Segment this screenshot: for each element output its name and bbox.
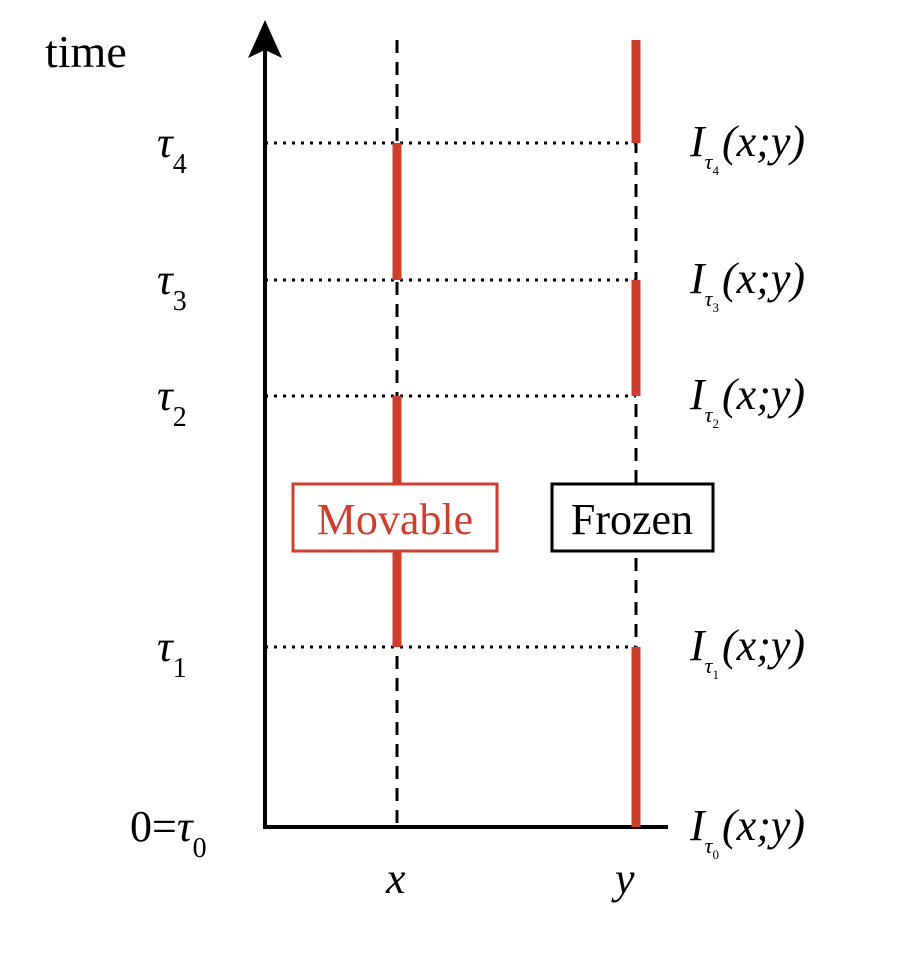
mi-subsub-4: 4 bbox=[713, 163, 720, 178]
mi-subsub-2: 2 bbox=[713, 416, 720, 431]
mi-label-0: Iτ0(x;y) bbox=[689, 801, 805, 862]
tau-symbol-3: τ bbox=[157, 255, 175, 304]
mi-symbol-0: I bbox=[689, 801, 707, 850]
tau-subscript-4: 4 bbox=[173, 149, 187, 180]
mi-subsub-3: 3 bbox=[713, 300, 720, 315]
mi-sub-tau-1: τ bbox=[705, 653, 714, 678]
movable-label-box: Movable bbox=[291, 482, 499, 553]
mi-args-3: (x;y) bbox=[722, 254, 805, 303]
movable-label: Movable bbox=[317, 495, 473, 544]
tau-symbol-0: τ bbox=[177, 802, 195, 851]
mi-args-4: (x;y) bbox=[722, 117, 805, 166]
mi-symbol-3: I bbox=[689, 254, 707, 303]
tau-symbol-4: τ bbox=[157, 118, 175, 167]
y-column-label: y bbox=[611, 854, 635, 903]
mi-subsub-1: 1 bbox=[713, 667, 720, 682]
mi-symbol-4: I bbox=[689, 117, 707, 166]
tau-label-1: τ1 bbox=[157, 622, 187, 684]
mi-label-4: Iτ4(x;y) bbox=[689, 117, 805, 178]
mi-symbol-1: I bbox=[689, 621, 707, 670]
time-axis-arrowhead bbox=[248, 20, 282, 58]
frozen-label: Frozen bbox=[571, 495, 693, 544]
mi-sub-tau-3: τ bbox=[705, 286, 714, 311]
tau-label-3: τ3 bbox=[157, 255, 187, 317]
time-level-lines bbox=[265, 141, 636, 649]
mi-label-1: Iτ1(x;y) bbox=[689, 621, 805, 682]
mi-symbol-2: I bbox=[689, 370, 707, 419]
mi-args-2: (x;y) bbox=[722, 370, 805, 419]
tau-subscript-2: 2 bbox=[173, 402, 187, 433]
mi-subsub-0: 0 bbox=[713, 847, 720, 862]
tau-subscript-0: 0 bbox=[193, 833, 207, 864]
tau-subscript-1: 1 bbox=[173, 653, 187, 684]
mi-sub-tau-4: τ bbox=[705, 149, 714, 174]
mi-sub-tau-0: τ bbox=[705, 833, 714, 858]
mi-args-1: (x;y) bbox=[722, 621, 805, 670]
tau-label-0: 0=τ0 bbox=[130, 802, 207, 864]
tau-prefix-0: 0= bbox=[130, 802, 177, 851]
tau-symbol-1: τ bbox=[157, 622, 175, 671]
frozen-label-box: Frozen bbox=[550, 482, 715, 553]
tau-label-4: τ4 bbox=[157, 118, 187, 180]
mi-args-0: (x;y) bbox=[722, 801, 805, 850]
mutual-information-labels: Iτ0(x;y)Iτ1(x;y)Iτ2(x;y)Iτ3(x;y)Iτ4(x;y) bbox=[689, 117, 805, 862]
tau-label-2: τ2 bbox=[157, 371, 187, 433]
mi-label-3: Iτ3(x;y) bbox=[689, 254, 805, 315]
mi-sub-tau-2: τ bbox=[705, 402, 714, 427]
x-column-label: x bbox=[385, 854, 406, 903]
tau-subscript-3: 3 bbox=[173, 286, 187, 317]
time-axis-label: time bbox=[45, 26, 127, 77]
mi-label-2: Iτ2(x;y) bbox=[689, 370, 805, 431]
tau-symbol-2: τ bbox=[157, 371, 175, 420]
